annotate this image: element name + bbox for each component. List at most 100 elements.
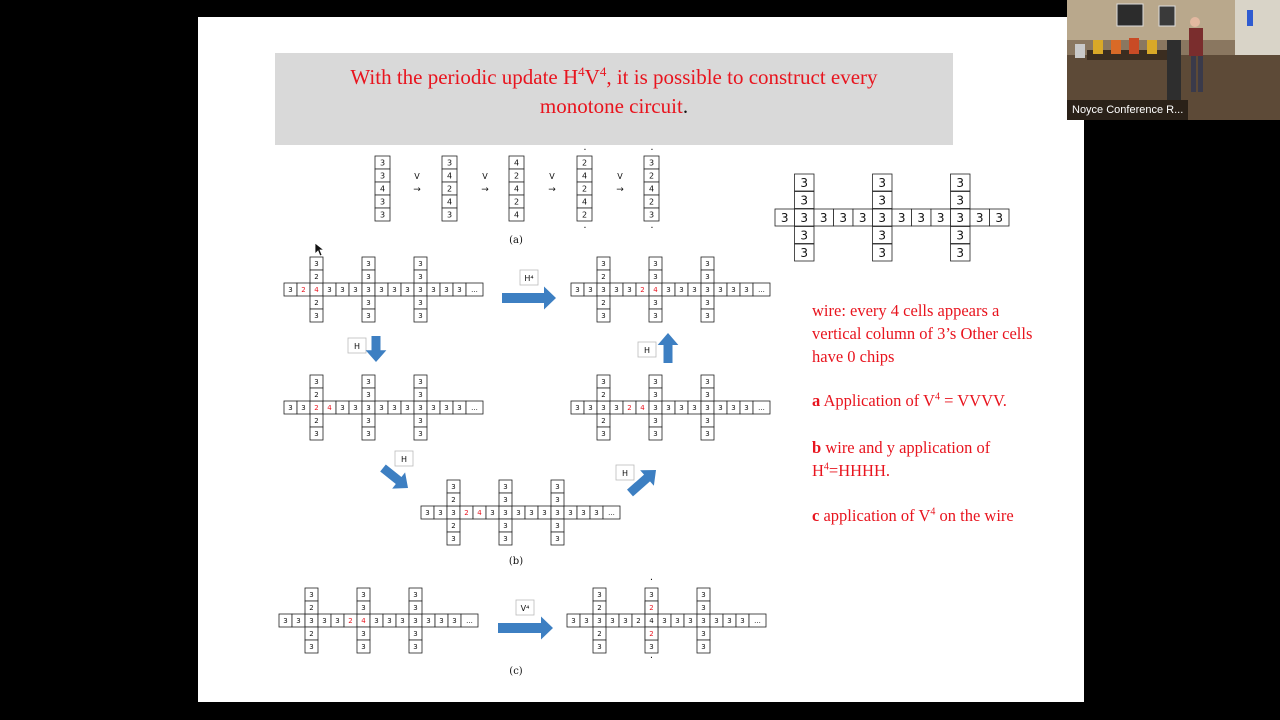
- svg-text:H: H: [401, 455, 407, 464]
- svg-text:3: 3: [705, 273, 709, 281]
- svg-text:3: 3: [653, 417, 657, 425]
- wire-cell: 3: [317, 613, 332, 628]
- svg-text:4: 4: [640, 404, 645, 412]
- svg-text:3: 3: [418, 299, 422, 307]
- column-cell: 3: [304, 587, 319, 602]
- column-cell: 3: [592, 587, 607, 602]
- svg-text:3: 3: [380, 197, 385, 206]
- wire-diagram-row-cell: 3: [989, 208, 1010, 227]
- svg-text:H: H: [644, 346, 650, 355]
- wire-cell: 3: [348, 400, 363, 415]
- svg-text:3: 3: [597, 643, 601, 651]
- wire-cell: 4: [635, 400, 650, 415]
- wire-cell: 3: [278, 613, 293, 628]
- svg-text:2: 2: [597, 630, 601, 638]
- figure-a-cell: 4: [643, 181, 660, 196]
- speaker-video-thumbnail[interactable]: Noyce Conference R...: [1067, 0, 1280, 120]
- wire-cell: 4: [322, 400, 337, 415]
- svg-text:3: 3: [675, 617, 679, 625]
- svg-text:3: 3: [653, 273, 657, 281]
- wire-diagram-column-cell: 3: [794, 243, 815, 262]
- wire-cell: 3: [283, 400, 298, 415]
- figure-caption: (a): [509, 235, 523, 246]
- svg-text:3: 3: [366, 299, 370, 307]
- svg-text:3: 3: [653, 260, 657, 268]
- column-cell: 3: [498, 531, 513, 546]
- column-cell: 3: [304, 639, 319, 654]
- svg-text:3: 3: [701, 617, 705, 625]
- svg-text:3: 3: [490, 509, 494, 517]
- wire-cell: 3: [387, 400, 402, 415]
- column-cell: 3: [408, 587, 423, 602]
- wire-cell: 3: [421, 613, 436, 628]
- wire-cell: 3: [739, 282, 754, 297]
- column-cell: 2: [596, 269, 611, 284]
- svg-text:3: 3: [405, 404, 409, 412]
- wire-diagram-row-cell: 3: [774, 208, 795, 227]
- svg-text:2: 2: [601, 299, 605, 307]
- svg-text:3: 3: [444, 404, 448, 412]
- svg-text:3: 3: [800, 228, 808, 242]
- wire-cell: 3: [426, 400, 441, 415]
- svg-text:3: 3: [718, 286, 722, 294]
- figure-a-dot-icon: .: [583, 142, 586, 153]
- video-participant-label: Noyce Conference R...: [1067, 100, 1189, 120]
- svg-text:3: 3: [601, 430, 605, 438]
- svg-text:4: 4: [582, 197, 587, 206]
- svg-text:3: 3: [653, 312, 657, 320]
- column-cell: 3: [361, 387, 376, 402]
- up-right-arrow-icon: [627, 470, 656, 497]
- svg-text:3: 3: [594, 509, 598, 517]
- wire-cell: 3: [348, 282, 363, 297]
- column-cell: 3: [361, 413, 376, 428]
- svg-text:2: 2: [649, 197, 654, 206]
- column-cell: 3: [648, 295, 663, 310]
- svg-text:3: 3: [937, 211, 945, 225]
- down-arrow-icon: [365, 336, 387, 362]
- svg-text:3: 3: [503, 535, 507, 543]
- column-cell: 3: [413, 374, 428, 389]
- svg-text:3: 3: [516, 509, 520, 517]
- svg-text:3: 3: [451, 535, 455, 543]
- wire-cell: 3: [661, 400, 676, 415]
- column-cell: 3: [309, 426, 324, 441]
- column-cell: 2: [309, 295, 324, 310]
- column-cell: 3: [550, 518, 565, 533]
- svg-text:3: 3: [314, 312, 318, 320]
- wire-diagram-row-cell: 3: [891, 208, 912, 227]
- wire-diagram-row-cell: 3: [813, 208, 834, 227]
- svg-text:3: 3: [366, 430, 370, 438]
- svg-text:2: 2: [451, 496, 455, 504]
- svg-text:3: 3: [418, 417, 422, 425]
- column-cell: 3: [413, 413, 428, 428]
- right-arrow-icon: [498, 616, 553, 640]
- svg-text:3: 3: [597, 617, 601, 625]
- wire-ellipsis-cell: ...: [465, 400, 484, 415]
- svg-text:3: 3: [400, 617, 404, 625]
- svg-text:3: 3: [418, 273, 422, 281]
- svg-text:3: 3: [503, 522, 507, 530]
- column-cell: 3: [700, 308, 715, 323]
- wire-cell: 3: [605, 613, 620, 628]
- svg-text:3: 3: [705, 404, 709, 412]
- figure-a-cell: 4: [374, 181, 391, 196]
- svg-text:3: 3: [387, 617, 391, 625]
- svg-text:3: 3: [653, 391, 657, 399]
- h-step-label: H: [347, 337, 367, 354]
- column-cell: 3: [550, 479, 565, 494]
- svg-text:4: 4: [649, 184, 654, 193]
- svg-text:2: 2: [649, 630, 653, 638]
- svg-text:3: 3: [503, 496, 507, 504]
- wire-cell: 3: [726, 400, 741, 415]
- svg-text:3: 3: [744, 286, 748, 294]
- wire-cell: 3: [592, 613, 607, 628]
- wire-cell: 2: [631, 613, 646, 628]
- svg-text:3: 3: [956, 193, 964, 207]
- wire-cell: 3: [369, 613, 384, 628]
- wire-ellipsis-cell: ...: [748, 613, 767, 628]
- wire-cell: 3: [713, 282, 728, 297]
- svg-text:3: 3: [288, 404, 292, 412]
- column-cell: 3: [413, 426, 428, 441]
- wire-diagram-column-cell: 3: [872, 173, 893, 192]
- figure-a-cell: 4: [441, 194, 458, 209]
